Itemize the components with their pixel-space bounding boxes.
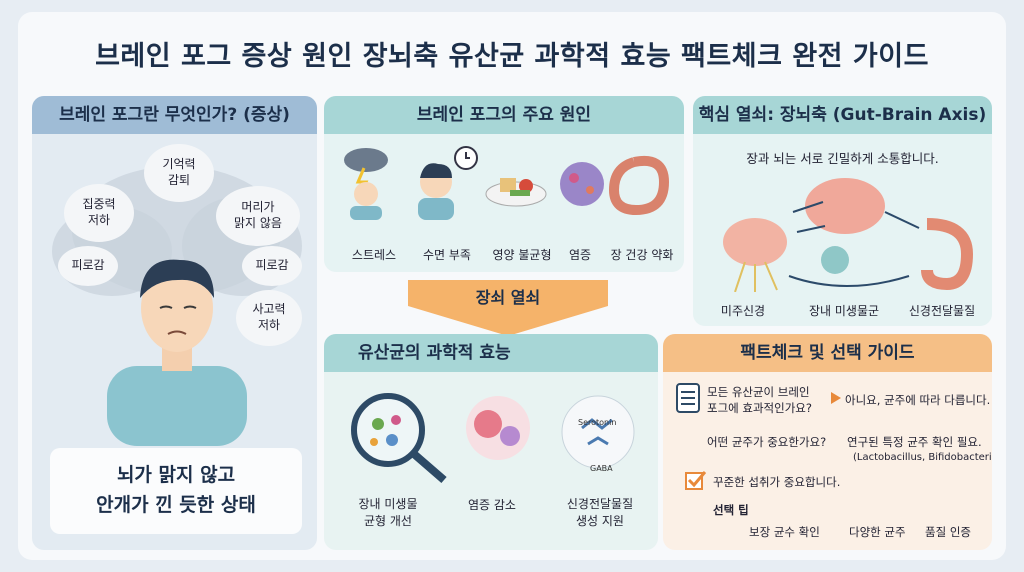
down-arrow-icon: [408, 280, 608, 336]
symptom-bubble-focus: 집중력 저하: [64, 184, 134, 242]
axis-heading: 핵심 열쇠: 장뇌축 (Gut-Brain Axis): [693, 96, 992, 134]
brain-icon-small: [723, 218, 787, 266]
axis-label-neurotransmitter: 신경전달물질: [908, 304, 976, 318]
axis-label-microbiome: 장내 미생물군: [808, 304, 880, 318]
effects-illustration: [351, 393, 635, 484]
serotonin-label: Serotonin: [578, 418, 617, 427]
probiotic-effects-panel: 유산균의 과학적 효능 Serotonin GABA 장내 미생물 균형 개선 …: [324, 334, 658, 550]
brain-icon: [805, 178, 885, 234]
stress-icon: [344, 148, 388, 220]
symptom-bubble-unclear: 머리가 맑지 않음: [216, 186, 300, 246]
checkmark-icon: [685, 471, 707, 490]
arrow-right-icon: [831, 392, 841, 404]
causes-icons: [344, 146, 670, 220]
page-title: 브레인 포그 증상 원인 장뇌축 유산균 과학적 효능 팩트체크 완전 가이드: [95, 41, 929, 72]
fact-check-panel: 팩트체크 및 선택 가이드 모든 유산균이 브레인 포그에 효과적인가요? 아니…: [663, 334, 992, 550]
gut-brain-diagram: [723, 178, 974, 292]
microbiome-icon: [821, 246, 849, 274]
symptom-bubble-fatigue: 피로감: [58, 246, 118, 286]
tired-person-illustration: [107, 259, 247, 446]
neurotransmitter-icon: [561, 395, 635, 469]
tip-1: 보장 균수 확인: [749, 525, 820, 539]
cause-label-stress: 스트레스: [351, 248, 397, 262]
inflammation-cells-icon: [466, 396, 530, 460]
cause-label-nutrition: 영양 불균형: [492, 248, 552, 262]
key-arrow: 장쇠 열쇠: [408, 280, 608, 336]
arrow-label: 장쇠 열쇠: [475, 288, 541, 307]
magnifier-icon: [351, 393, 447, 484]
effect-label-inflammation: 염증 감소: [468, 498, 516, 512]
symptoms-panel: 브레인 포그란 무엇인가? (증상) 기억력 감퇴 집중력 저하 머리가 맑지 …: [32, 96, 317, 550]
gaba-label: GABA: [590, 464, 613, 473]
summary-line-1: 뇌가 맑지 않고: [116, 464, 236, 486]
fact-heading: 팩트체크 및 선택 가이드: [663, 334, 992, 372]
answer-2: 연구된 특정 균주 확인 필요.: [847, 435, 982, 449]
checklist-icon: [676, 383, 700, 413]
infographic-frame: 브레인 포그 증상 원인 장뇌축 유산균 과학적 효능 팩트체크 완전 가이드 …: [18, 12, 1006, 560]
symptom-summary: 뇌가 맑지 않고 안개가 낀 듯한 상태: [50, 448, 302, 534]
inflammation-icon: [560, 162, 604, 206]
cause-label-inflammation: 염증: [568, 248, 592, 262]
causes-heading: 브레인 포그의 주요 원인: [324, 96, 684, 134]
axis-label-vagus: 미주신경: [720, 304, 766, 318]
sleep-deprivation-icon: [418, 146, 478, 220]
causes-panel: 브레인 포그의 주요 원인 스트레스 수면 부족 영양 불균형 염증 장 건강 …: [324, 96, 684, 272]
effects-heading: 유산균의 과학적 효능: [324, 334, 658, 372]
question-3: 꾸준한 섭취가 중요합니다.: [713, 475, 841, 489]
symptom-bubble-thinking: 사고력 저하: [236, 290, 302, 346]
tip-2: 다양한 균주: [849, 525, 906, 539]
summary-line-2: 안개가 낀 듯한 상태: [96, 494, 256, 516]
gut-health-icon: [608, 156, 670, 216]
symptoms-heading: 브레인 포그란 무엇인가? (증상): [32, 96, 317, 134]
symptom-bubble-memory: 기억력 감퇴: [144, 144, 214, 202]
effect-label-balance: 장내 미생물 균형 개선: [358, 497, 418, 528]
axis-subtitle: 장과 뇌는 서로 긴밀하게 소통합니다.: [746, 151, 939, 166]
answer-1: 아니요, 균주에 따라 다릅니다.: [845, 393, 991, 407]
question-1-line-1: 모든 유산균이 브레인: [707, 385, 810, 399]
cause-label-gut: 장 건강 약화: [610, 248, 674, 262]
nutrition-imbalance-icon: [485, 178, 547, 207]
intestine-icon: [921, 218, 974, 291]
symptom-bubble-fatigue-2: 피로감: [242, 246, 302, 286]
cause-label-sleep: 수면 부족: [423, 248, 471, 262]
gut-brain-axis-panel: 핵심 열쇠: 장뇌축 (Gut-Brain Axis) 장과 뇌는 서로 긴밀하…: [693, 96, 992, 326]
question-1-line-2: 포그에 효과적인가요?: [707, 401, 812, 415]
tips-heading: 선택 팁: [713, 503, 749, 517]
answer-2-strains: (Lactobacillus, Bifidobacterius,): [853, 452, 992, 463]
effect-label-neurotransmitter: 신경전달물질 생성 지원: [566, 497, 634, 528]
tip-3: 품질 인증: [925, 525, 971, 539]
question-2: 어떤 균주가 중요한가요?: [707, 435, 827, 449]
